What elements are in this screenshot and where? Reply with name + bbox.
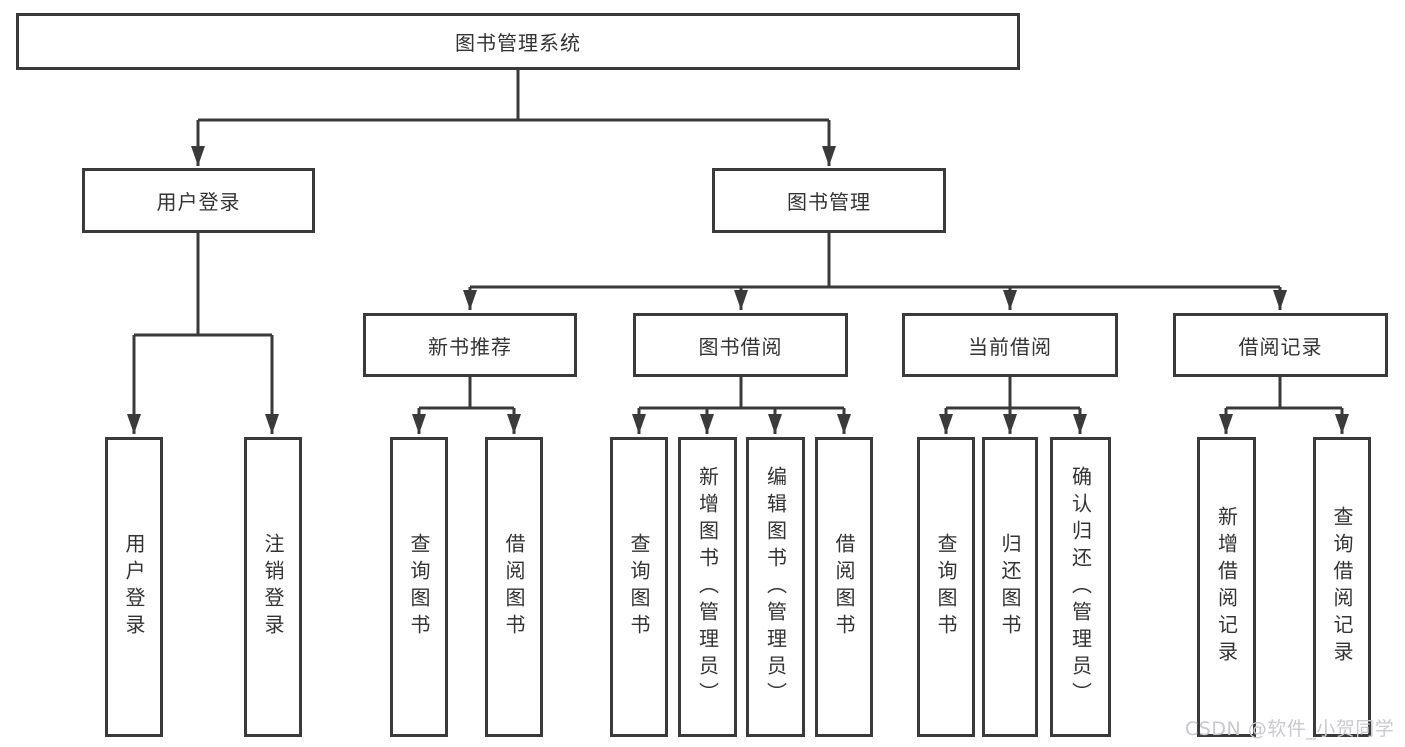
leaf-nb-query-books-label: 查询图书 [407, 533, 431, 641]
node-current-borrow: 当前借阅 [902, 313, 1118, 377]
node-book-borrow-label: 图书借阅 [698, 334, 783, 359]
leaf-cb-confirm-return-admin: 确认归还（管理员） [1050, 437, 1111, 737]
leaf-cb-return-books-label: 归还图书 [998, 533, 1022, 641]
leaf-bb-edit-books-admin-label: 编辑图书（管理员） [763, 465, 788, 709]
node-book-management-label: 图书管理 [787, 190, 871, 214]
leaf-user-login-label: 用户登录 [122, 533, 146, 641]
leaf-bb-borrow-books: 借阅图书 [815, 437, 873, 737]
node-borrow-records-label: 借阅记录 [1238, 334, 1323, 359]
leaf-nb-borrow-books-label: 借阅图书 [502, 533, 526, 641]
node-new-book-recommend: 新书推荐 [363, 313, 577, 377]
leaf-logout: 注销登录 [244, 437, 302, 737]
leaf-br-add-record: 新增借阅记录 [1197, 437, 1256, 737]
leaf-cb-query-books-label: 查询图书 [934, 533, 958, 641]
leaf-br-add-record-label: 新增借阅记录 [1214, 506, 1239, 668]
leaf-cb-query-books: 查询图书 [917, 437, 975, 737]
leaf-bb-query-books-label: 查询图书 [627, 533, 651, 641]
leaf-cb-confirm-return-admin-label: 确认归还（管理员） [1068, 465, 1093, 709]
leaf-br-query-record: 查询借阅记录 [1313, 437, 1371, 737]
node-root-label: 图书管理系统 [455, 31, 581, 55]
leaf-nb-borrow-books: 借阅图书 [485, 437, 543, 737]
leaf-nb-query-books: 查询图书 [390, 437, 448, 737]
leaf-bb-borrow-books-label: 借阅图书 [832, 533, 856, 641]
node-new-book-recommend-label: 新书推荐 [428, 334, 512, 359]
leaf-bb-add-books-admin-label: 新增图书（管理员） [695, 465, 720, 709]
node-current-borrow-label: 当前借阅 [968, 334, 1052, 359]
leaf-user-login: 用户登录 [105, 437, 163, 737]
node-user-login: 用户登录 [82, 168, 315, 233]
watermark: CSDN @软件_小贺同学 [1185, 718, 1395, 740]
node-book-management: 图书管理 [712, 168, 946, 233]
leaf-bb-query-books: 查询图书 [610, 437, 668, 737]
node-book-borrow: 图书借阅 [633, 313, 848, 377]
leaf-bb-add-books-admin: 新增图书（管理员） [678, 437, 737, 737]
leaf-bb-edit-books-admin: 编辑图书（管理员） [746, 437, 805, 737]
leaf-br-query-record-label: 查询借阅记录 [1330, 506, 1354, 668]
node-user-login-label: 用户登录 [156, 190, 241, 214]
node-root: 图书管理系统 [16, 13, 1020, 70]
leaf-cb-return-books: 归还图书 [982, 437, 1038, 737]
leaf-logout-label: 注销登录 [261, 533, 285, 641]
node-borrow-records: 借阅记录 [1173, 313, 1388, 377]
